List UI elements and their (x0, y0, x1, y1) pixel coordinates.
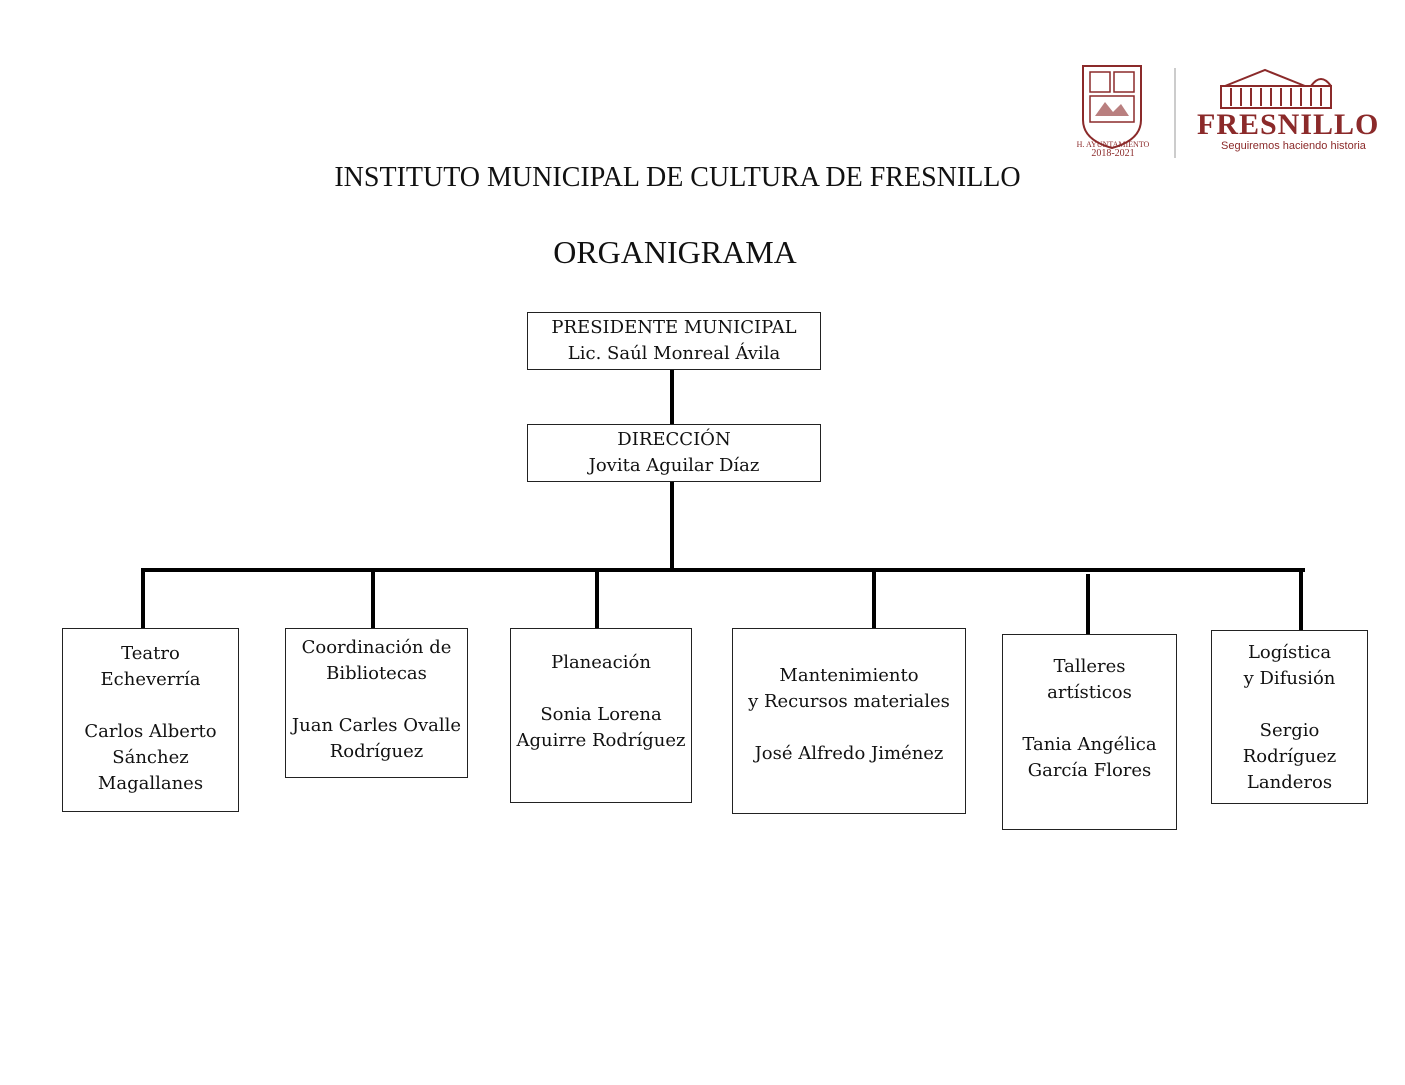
unit-name-line: Juan Carles Ovalle (291, 715, 462, 736)
unit-role-line: Logística (1247, 642, 1332, 663)
unit-box-talleres: Talleres artísticos Tania Angélica Garcí… (1002, 634, 1177, 830)
unit-role-line: Bibliotecas (326, 663, 427, 684)
unit-name-line: José Alfredo Jiménez (754, 743, 944, 764)
director-name: Jovita Aguilar Díaz (588, 455, 760, 476)
unit-name-line: Sánchez (112, 747, 189, 768)
ayuntamiento-seal-icon (1082, 65, 1332, 158)
unit-role-line: Mantenimiento (779, 665, 919, 686)
unit-name-line: Sonia Lorena (540, 704, 662, 725)
connector-unit-5 (1086, 574, 1090, 634)
connector-unit-6 (1299, 568, 1303, 630)
horizontal-bus (141, 568, 1305, 572)
president-box: PRESIDENTE MUNICIPAL Lic. Saúl Monreal Á… (527, 312, 821, 370)
unit-name-line: Landeros (1246, 772, 1333, 793)
unit-box-planeacion: Planeación Sonia Lorena Aguirre Rodrígue… (510, 628, 692, 803)
unit-role-line: Echeverría (100, 669, 201, 690)
connector-unit-2 (371, 568, 375, 628)
unit-role-line: Planeación (551, 652, 651, 673)
unit-box-bibliotecas: Coordinación de Bibliotecas Juan Carles … (285, 628, 468, 778)
unit-box-teatro: Teatro Echeverría Carlos Alberto Sánchez… (62, 628, 239, 812)
unit-role-line: y Difusión (1243, 668, 1336, 689)
brand-name: FRESNILLO (1197, 108, 1380, 141)
director-role: DIRECCIÓN (617, 429, 731, 450)
seal-caption: H. AYUNTAMIENTO (1076, 140, 1150, 149)
unit-name-line: Rodríguez (329, 741, 424, 762)
connector-unit-3 (595, 568, 599, 628)
unit-role-line: y Recursos materiales (748, 691, 950, 712)
director-box: DIRECCIÓN Jovita Aguilar Díaz (527, 424, 821, 482)
unit-name-line: García Flores (1027, 760, 1152, 781)
unit-name-line: Magallanes (97, 773, 204, 794)
brand-tagline: Seguiremos haciendo historia (1221, 140, 1366, 152)
unit-name-line: Carlos Alberto (84, 721, 217, 742)
president-name: Lic. Saúl Monreal Ávila (567, 343, 781, 364)
unit-box-logistica: Logística y Difusión Sergio Rodríguez La… (1211, 630, 1368, 804)
unit-role-line: Teatro (121, 643, 180, 664)
unit-name-line: Sergio (1259, 720, 1320, 741)
unit-name-line: Tania Angélica (1022, 734, 1157, 755)
seal-years: 2018-2021 (1091, 148, 1135, 159)
connector-unit-1 (141, 568, 145, 628)
connector-unit-4 (872, 568, 876, 628)
page-title: INSTITUTO MUNICIPAL DE CULTURA DE FRESNI… (334, 162, 1021, 193)
connector-director-bus (670, 482, 674, 568)
unit-name-line: Rodríguez (1242, 746, 1337, 767)
unit-role-line: Talleres (1053, 656, 1126, 677)
unit-box-mantenimiento: Mantenimiento y Recursos materiales José… (732, 628, 966, 814)
unit-role-line: Coordinación de (301, 637, 452, 658)
unit-role-line: artísticos (1047, 682, 1132, 703)
unit-name-line: Aguirre Rodríguez (516, 730, 686, 751)
connector-president-director (670, 370, 674, 424)
fresnillo-logo: H. AYUNTAMIENTO 2018-2021 FRESNILLO Segu… (1075, 60, 1378, 160)
page-subtitle: ORGANIGRAMA (553, 234, 797, 270)
president-role: PRESIDENTE MUNICIPAL (551, 317, 797, 338)
